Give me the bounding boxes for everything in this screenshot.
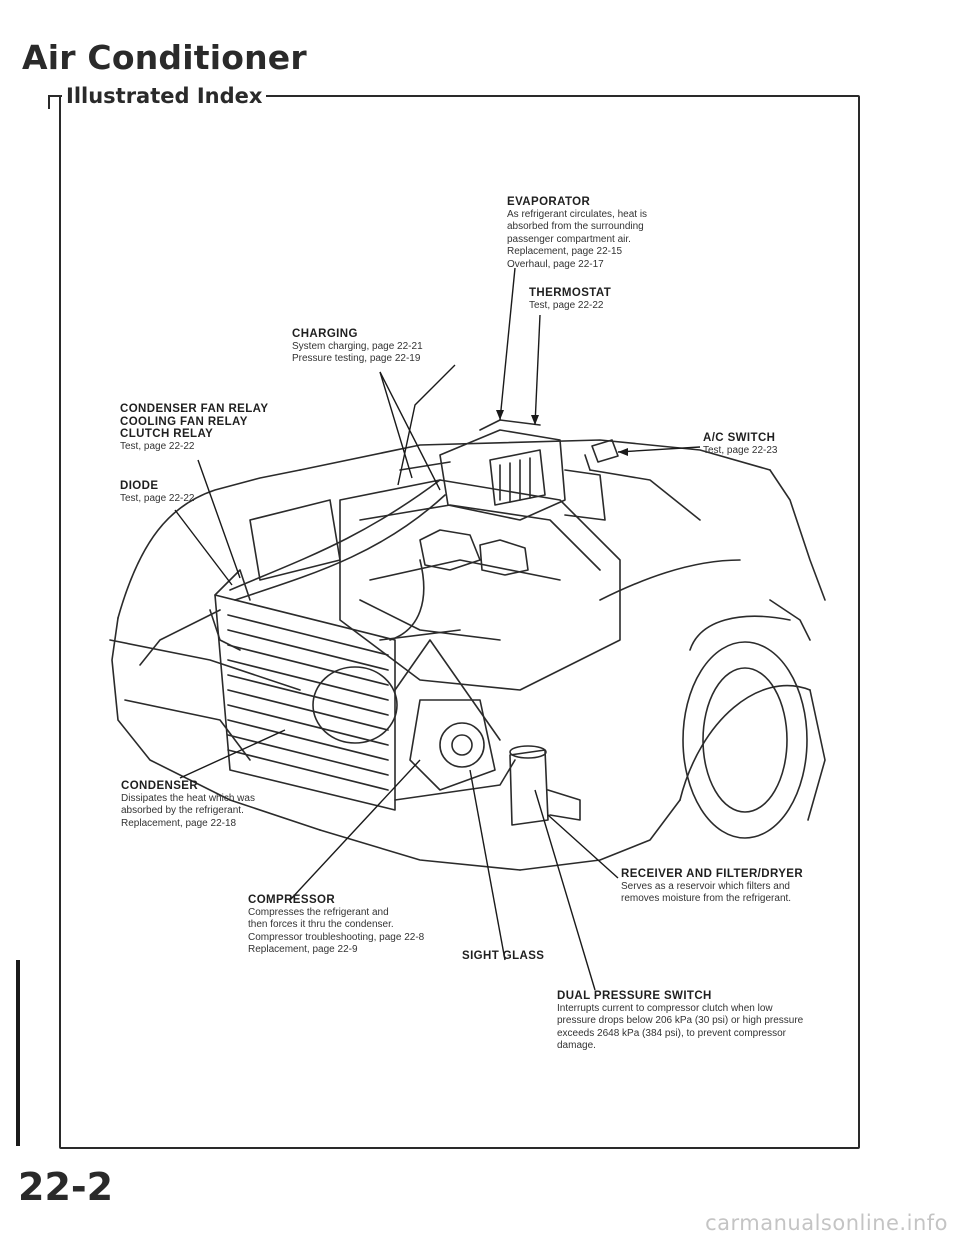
callout-ac-switch: A/C SWITCH Test, page 22-23 (703, 432, 778, 457)
callout-sight-glass: SIGHT GLASS (462, 950, 544, 963)
clutch-relay-label: CLUTCH RELAY (120, 428, 214, 440)
leader-receiver (547, 814, 619, 879)
condenser-desc-1: Dissipates the heat which was (121, 792, 255, 804)
refrigerant-lines (209, 461, 516, 801)
ac-switch-part (584, 439, 619, 471)
condenser-desc-2: absorbed by the refrigerant. (121, 805, 244, 816)
condenser-heading: CONDENSER (121, 780, 199, 792)
condenser-replacement-ref: Replacement, page 22-18 (121, 817, 237, 829)
section-title: Illustrated Index (62, 84, 267, 108)
compressor-part (312, 666, 496, 791)
ac-switch-test-ref: Test, page 22-23 (703, 444, 778, 456)
evaporator-replacement-ref: Replacement, page 22-15 (507, 246, 623, 257)
frame-corner-mark (48, 95, 60, 97)
evaporator-heading: EVAPORATOR (507, 196, 591, 208)
dual-pressure-desc-3: exceeds 2648 kPa (384 psi), to prevent c… (557, 1027, 787, 1039)
dual-pressure-desc-2: pressure drops below 206 kPa (30 psi) or… (557, 1015, 804, 1026)
dual-pressure-desc-4: damage. (557, 1040, 596, 1051)
callout-compressor: COMPRESSOR Compresses the refrigerant an… (248, 894, 424, 957)
leader-evaporator (499, 267, 516, 421)
engine (249, 479, 621, 691)
binding-margin-bar (16, 960, 20, 1146)
callout-charging: CHARGING System charging, page 22-21 Pre… (292, 328, 423, 366)
callout-receiver-dryer: RECEIVER AND FILTER/DRYER Serves as a re… (621, 868, 803, 906)
thermostat-test-ref: Test, page 22-22 (529, 299, 604, 311)
watermark: carmanualsonline.info (705, 1211, 948, 1235)
condenser-fan-relay-label: CONDENSER FAN RELAY (120, 403, 269, 415)
car-body-outline (109, 439, 826, 871)
dual-pressure-switch-heading: DUAL PRESSURE SWITCH (557, 990, 712, 1002)
receiver-dryer-part (509, 745, 581, 826)
evaporator-desc-3: passenger compartment air. (507, 233, 631, 245)
evaporator-overhaul-ref: Overhaul, page 22-17 (507, 258, 604, 270)
callout-condenser: CONDENSER Dissipates the heat which was … (121, 780, 255, 830)
leader-sight-glass (469, 769, 506, 961)
leader-ac-switch (617, 446, 701, 453)
leader-charging-c (379, 371, 441, 491)
compressor-heading: COMPRESSOR (248, 894, 336, 906)
callout-relays: CONDENSER FAN RELAY COOLING FAN RELAY CL… (120, 403, 268, 453)
relays-test-ref: Test, page 22-22 (120, 440, 195, 452)
frame-corner-mark-vertical (48, 95, 50, 109)
charging-system-ref: System charging, page 22-21 (292, 340, 423, 352)
callout-diode: DIODE Test, page 22-22 (120, 480, 195, 505)
sight-glass-heading: SIGHT GLASS (462, 950, 545, 962)
leader-charging-top (397, 364, 456, 486)
leader-diode (174, 509, 233, 586)
compressor-troubleshooting-ref: Compressor troubleshooting, page 22-8 (248, 931, 425, 943)
compressor-replacement-ref: Replacement, page 22-9 (248, 944, 358, 955)
diode-test-ref: Test, page 22-22 (120, 492, 195, 504)
leader-charging-b (379, 371, 413, 479)
leader-relays (197, 459, 241, 579)
receiver-desc-2: removes moisture from the refrigerant. (621, 893, 792, 904)
dual-pressure-desc-1: Interrupts current to compressor clutch … (557, 1002, 773, 1014)
illustration-frame (59, 95, 860, 1149)
condenser (214, 569, 396, 811)
charging-heading: CHARGING (292, 328, 358, 340)
evaporator-unit (439, 419, 606, 521)
compressor-desc-1: Compresses the refrigerant and (248, 906, 389, 918)
leader-condenser (179, 729, 286, 779)
receiver-heading: RECEIVER AND FILTER/DRYER (621, 868, 804, 880)
evaporator-desc-1: As refrigerant circulates, heat is (507, 208, 648, 220)
leader-dual-pressure (534, 789, 596, 991)
callout-dual-pressure-switch: DUAL PRESSURE SWITCH Interrupts current … (557, 990, 803, 1053)
charging-pressure-ref: Pressure testing, page 22-19 (292, 353, 421, 364)
evaporator-desc-2: absorbed from the surrounding (507, 221, 644, 232)
callout-evaporator: EVAPORATOR As refrigerant circulates, he… (507, 196, 647, 271)
diode-heading: DIODE (120, 480, 159, 492)
page-title: Air Conditioner (22, 38, 307, 77)
callout-thermostat: THERMOSTAT Test, page 22-22 (529, 287, 611, 312)
cooling-fan-relay-label: COOLING FAN RELAY (120, 415, 248, 428)
compressor-desc-2: then forces it thru the condenser. (248, 919, 394, 930)
page-number: 22-2 (18, 1165, 114, 1209)
leader-thermostat (534, 314, 541, 426)
receiver-desc-1: Serves as a reservoir which filters and (621, 880, 790, 892)
ac-switch-heading: A/C SWITCH (703, 432, 776, 444)
leader-compressor (289, 759, 421, 901)
thermostat-heading: THERMOSTAT (529, 287, 612, 299)
front-wheel (682, 615, 808, 839)
